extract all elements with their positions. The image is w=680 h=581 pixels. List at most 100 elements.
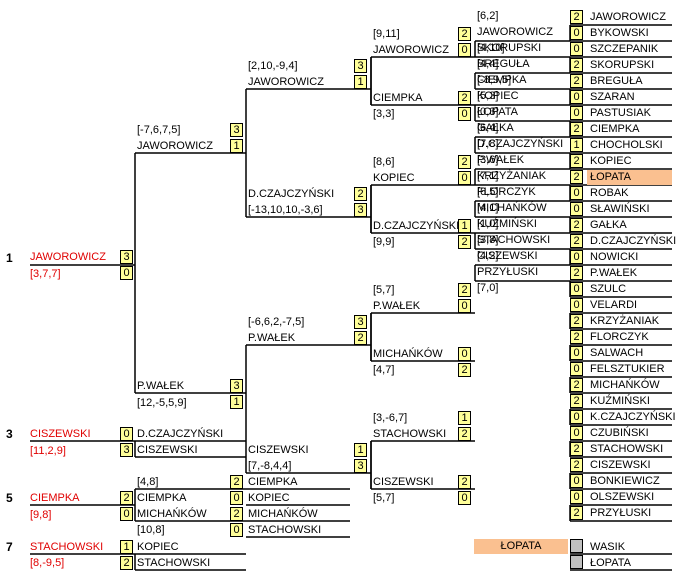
r16-player: KOPIEC (477, 90, 519, 102)
r16-sets: [1,0] (477, 218, 499, 230)
seventh-place-name: STACHOWSKI (30, 541, 104, 553)
first-round-score: 0 (570, 474, 583, 488)
first-round-score: 2 (570, 442, 583, 456)
first-round-player: KOPIEC (590, 155, 632, 167)
seventh-player-1: KOPIEC (137, 541, 179, 553)
first-round-player: VELARDI (590, 299, 638, 311)
first-round-player: STACHOWSKI (590, 443, 664, 455)
r16-sets: [4,10] (477, 42, 505, 54)
extra-player-1: WASIK (590, 541, 626, 553)
qf-player-7: STACHOWSKI (373, 428, 447, 440)
rank-5: 5 (6, 491, 13, 505)
fifth-semi-player-2: KOPIEC (248, 492, 290, 504)
qf-sets-3: [8,6] (373, 156, 395, 168)
seventh-score-1: 1 (120, 540, 133, 554)
third-score-2: 3 (120, 443, 133, 457)
qf-sets-7: [3,-6,7] (373, 412, 408, 424)
sf-score-3a: 3 (354, 315, 367, 329)
first-round-player: FELSZTUKIER (590, 363, 665, 375)
extra-highlight-name: ŁOPATA (500, 540, 542, 552)
first-round-score: 2 (570, 458, 583, 472)
qf-score-2b: 0 (458, 107, 471, 121)
first-round-player: NOWICKI (590, 251, 639, 263)
r16-player: CISZEWSKI (477, 250, 538, 262)
first-round-score: 2 (570, 170, 583, 184)
r16-player: BREGUŁA (477, 58, 530, 70)
sf-sets-1: [2,10,-9,4] (248, 60, 298, 72)
first-round-score: 2 (570, 314, 583, 328)
first-round-score: 0 (570, 202, 583, 216)
fifth-semi-sets-2: [10,8] (137, 524, 165, 536)
extra-score-1 (570, 539, 583, 553)
final-sets-top: [-7,6,7,5] (137, 124, 181, 136)
first-round-player: SKORUPSKI (590, 59, 655, 71)
first-round-player: KRZYŻANIAK (590, 315, 660, 327)
first-round-score: 2 (570, 506, 583, 520)
first-round-player: BYKOWSKI (590, 27, 649, 39)
qf-score-7b: 2 (458, 427, 471, 441)
first-round-player: JAWOROWICZ (590, 11, 666, 23)
fifth-semi-player-1: CIEMPKA (248, 476, 298, 488)
first-round-player: FLORCZYK (590, 331, 649, 343)
final-score-top-2: 1 (230, 139, 243, 153)
fifth-semi-score-2: 0 (230, 491, 243, 505)
r16-sets: [0,3] (477, 106, 499, 118)
r16-player: SKORUPSKI (477, 42, 542, 54)
extra-score-2 (570, 555, 583, 569)
first-round-player: PRZYŁUSKI (590, 507, 652, 519)
r16-sets: [4,1] (477, 202, 499, 214)
r16-sets: [3,8] (477, 234, 499, 246)
qf-score-2a: 2 (458, 91, 471, 105)
sf-score-2a: 2 (354, 187, 367, 201)
r16-sets: [-8,9,5] (477, 74, 512, 86)
r16-sets: [3,6] (477, 154, 499, 166)
qf-player-6: MICHAŃKÓW (373, 348, 443, 360)
fifth-semi-player-3: MICHAŃKÓW (248, 508, 318, 520)
qf-player-8: CISZEWSKI (373, 476, 434, 488)
first-round-score: 1 (570, 138, 583, 152)
r16-player: GAŁKA (477, 122, 514, 134)
first-round-player: ROBAK (590, 187, 629, 199)
qf-score-4b: 2 (458, 235, 471, 249)
fifth-semi-score-4: 0 (230, 523, 243, 537)
r16-player: D.CZAJCZYŃSKI (477, 138, 564, 150)
fifth-semi-sets-1: [4,8] (137, 476, 159, 488)
first-round-score: 0 (570, 186, 583, 200)
qf-player-4: D.CZAJCZYŃSKI (373, 220, 460, 232)
first-round-player: CHOCHOLSKI (590, 139, 663, 151)
first-round-score: 2 (570, 330, 583, 344)
first-round-player: GAŁKA (590, 219, 627, 231)
qf-score-4a: 1 (458, 219, 471, 233)
final-player-bottom: P.WAŁEK (137, 380, 185, 392)
first-round-player: SZULC (590, 283, 627, 295)
first-round-score: 2 (570, 266, 583, 280)
first-round-player: SŁAWIŃSKI (590, 203, 650, 215)
first-round-score: 0 (570, 410, 583, 424)
fifth-player-1: CIEMPKA (137, 492, 187, 504)
first-round-player: SZCZEPANIK (590, 43, 659, 55)
first-round-score: 0 (570, 426, 583, 440)
r16-player: P.WAŁEK (477, 154, 525, 166)
first-round-score: 2 (570, 58, 583, 72)
sf-score-1a: 3 (354, 59, 367, 73)
qf-score-5a: 2 (458, 283, 471, 297)
qf-sets-6: [4,7] (373, 364, 395, 376)
fifth-score-1: 2 (120, 491, 133, 505)
first-round-score: 0 (570, 346, 583, 360)
first-round-player: ŁOPATA (590, 171, 631, 183)
r16-sets: [7,1] (477, 170, 499, 182)
winner-sets: [3,7,7] (30, 268, 61, 280)
first-round-player: MICHAŃKÓW (590, 379, 660, 391)
fifth-player-2: MICHAŃKÓW (137, 508, 207, 520)
qf-player-2: CIEMPKA (373, 92, 423, 104)
rank-3: 3 (6, 427, 13, 441)
qf-sets-8: [5,7] (373, 492, 395, 504)
final-score-bottom-2: 1 (230, 395, 243, 409)
third-place-name: CISZEWSKI (30, 428, 91, 440)
sf-score-3b: 2 (354, 331, 367, 345)
r16-player: CIEMPKA (477, 74, 527, 86)
first-round-score: 2 (570, 122, 583, 136)
final-score-top-1: 3 (230, 123, 243, 137)
r16-player: KRZYŻANIAK (477, 170, 547, 182)
